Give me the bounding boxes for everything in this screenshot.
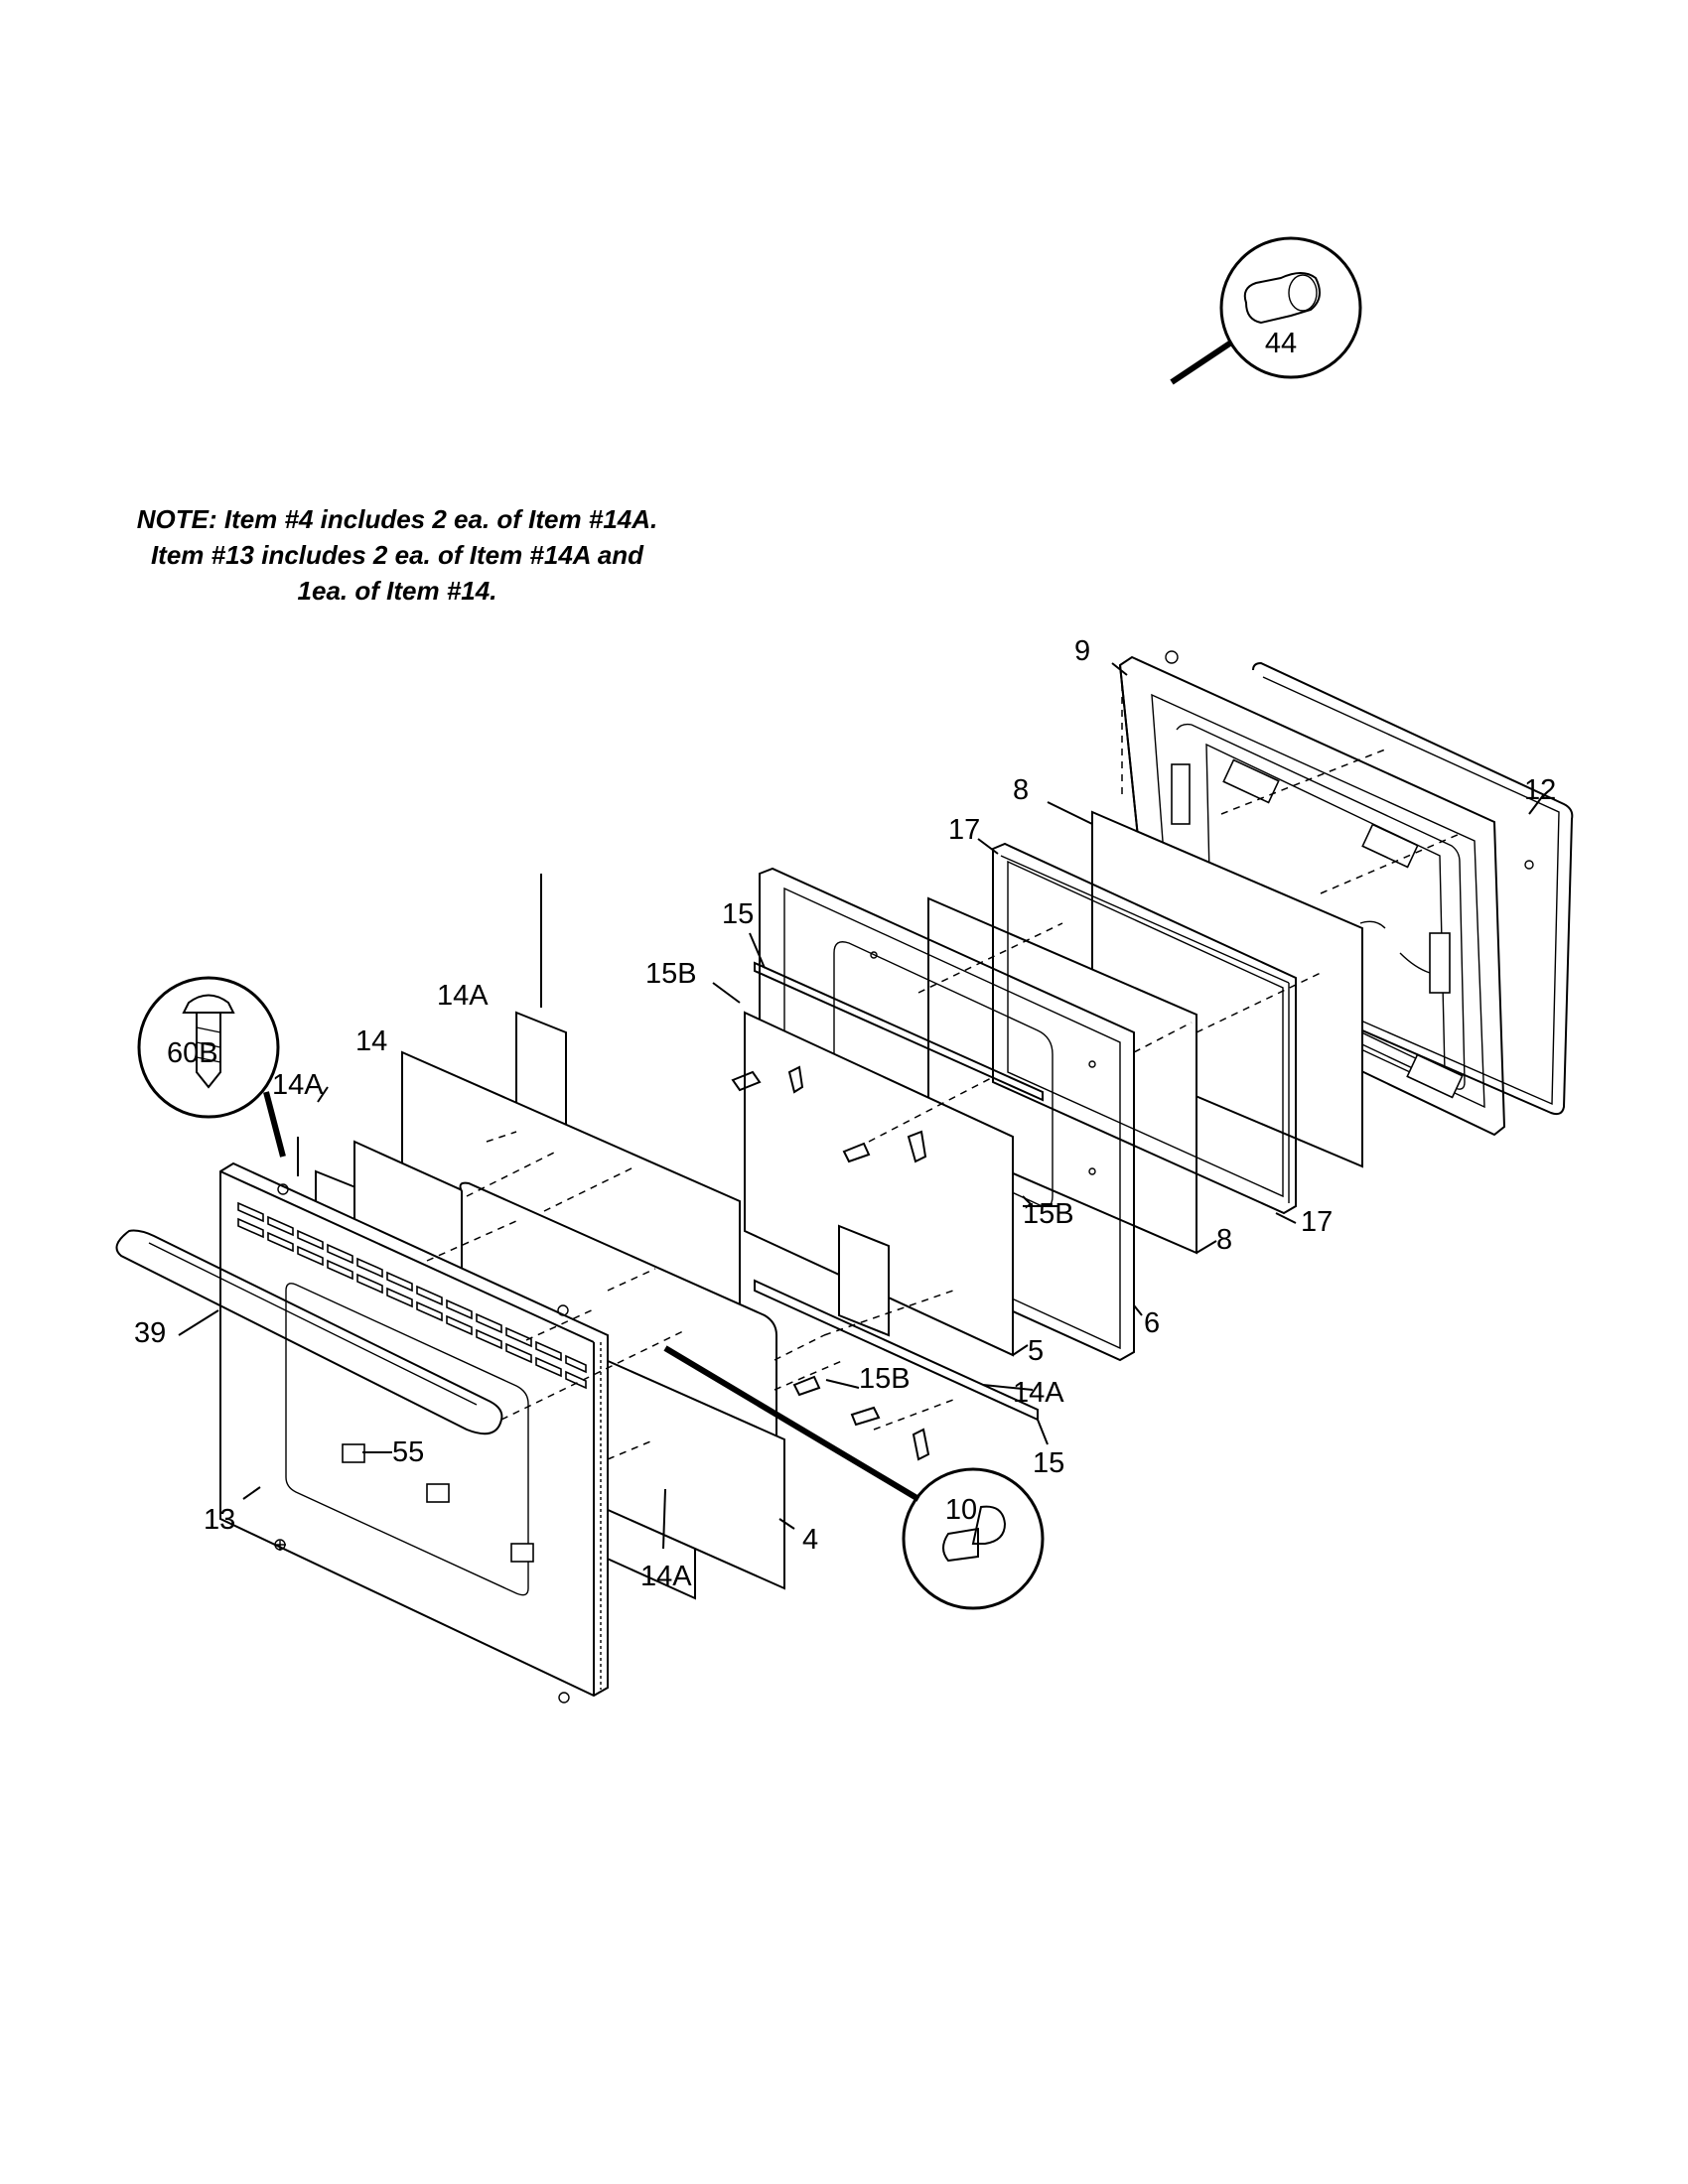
label-14a-bottom: 14A xyxy=(640,1561,692,1592)
label-15-low: 15 xyxy=(1033,1447,1064,1479)
part-17-window-frame xyxy=(992,842,1297,1215)
label-14: 14 xyxy=(355,1025,387,1057)
label-5: 5 xyxy=(1028,1335,1044,1367)
label-4: 4 xyxy=(802,1524,818,1556)
label-15b-mid: 15B xyxy=(1023,1198,1074,1230)
note-line-1: NOTE: Item #4 includes 2 ea. of Item #14… xyxy=(136,504,658,534)
assembly-lines xyxy=(426,685,1461,1460)
label-leaders xyxy=(178,662,1545,1550)
note-text: NOTE: Item #4 includes 2 ea. of Item #14… xyxy=(99,501,695,609)
label-13: 13 xyxy=(204,1504,235,1536)
label-17-top: 17 xyxy=(948,814,980,846)
label-55: 55 xyxy=(392,1436,424,1468)
label-44: 44 xyxy=(1265,328,1297,359)
part-13-outer-door xyxy=(219,1161,609,1704)
label-10: 10 xyxy=(945,1494,977,1526)
label-17-right: 17 xyxy=(1301,1206,1333,1238)
callout-10 xyxy=(663,1345,1045,1610)
label-15-top: 15 xyxy=(722,898,754,930)
part-12-gasket xyxy=(1252,661,1574,1116)
label-60b: 60B xyxy=(167,1037,218,1069)
part-15-upper-rail xyxy=(754,961,1044,1102)
label-14a-right: 14A xyxy=(1013,1377,1064,1409)
label-14a-left: 14A xyxy=(272,1069,324,1101)
label-9: 9 xyxy=(1074,635,1090,667)
label-39: 39 xyxy=(134,1317,166,1349)
label-14a-top: 14A xyxy=(437,980,489,1012)
label-15b-low: 15B xyxy=(859,1363,911,1395)
note-line-3: 1ea. of Item #14. xyxy=(297,576,497,606)
label-12: 12 xyxy=(1524,774,1556,806)
label-8-top: 8 xyxy=(1013,774,1029,806)
callout-60b xyxy=(137,976,286,1158)
label-15b-top: 15B xyxy=(645,958,697,990)
callout-44 xyxy=(1170,236,1362,385)
note-line-2: Item #13 includes 2 ea. of Item #14A and xyxy=(150,540,644,570)
label-6: 6 xyxy=(1144,1307,1160,1339)
label-8-right: 8 xyxy=(1216,1224,1232,1256)
part-15b-clips xyxy=(731,1065,930,1461)
